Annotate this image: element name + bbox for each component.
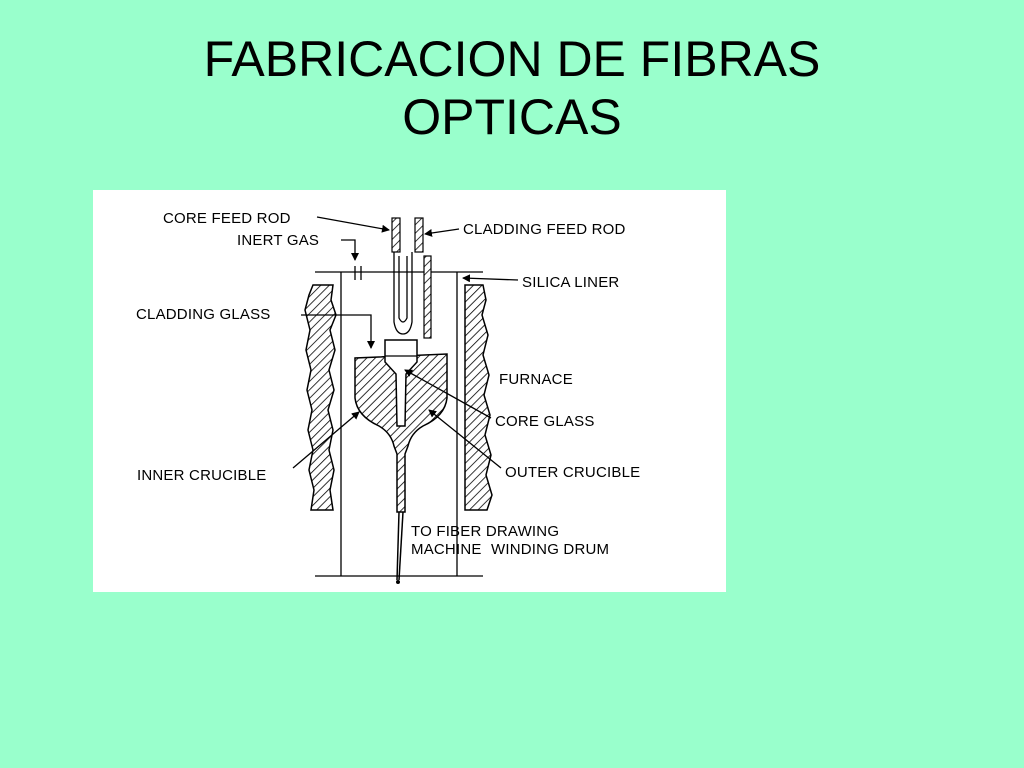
label-core-feed-rod: CORE FEED ROD: [163, 210, 291, 227]
core-feed-rod: [391, 217, 401, 253]
cladding-feed-rod: [414, 217, 424, 253]
leader-cladding-feed-rod: [424, 228, 460, 237]
core-feed-tube: [393, 252, 413, 335]
label-cladding-glass: CLADDING GLASS: [136, 306, 271, 323]
leader-core-glass: [404, 369, 492, 419]
furnace-left-wall: [304, 284, 337, 511]
leader-core-feed-rod: [316, 216, 390, 233]
title-line-1: FABRICACION DE FIBRAS: [203, 31, 821, 87]
leader-inner-crucible: [292, 411, 360, 469]
inert-gas-inlet: [354, 266, 362, 280]
leader-cladding-glass: [301, 314, 375, 349]
inner-crucible: [384, 339, 418, 427]
label-outer-crucible: OUTER CRUCIBLE: [505, 464, 640, 481]
title-line-2: OPTICAS: [402, 89, 622, 145]
leader-inert-gas: [341, 239, 359, 261]
label-furnace: FURNACE: [499, 371, 573, 388]
furnace-right-wall: [464, 284, 493, 511]
fiber-tip: [396, 580, 400, 584]
label-winding-drum: WINDING DRUM: [491, 541, 609, 558]
label-cladding-feed-rod: CLADDING FEED ROD: [463, 221, 626, 238]
label-inert-gas: INERT GAS: [237, 232, 319, 249]
slide-title: FABRICACION DE FIBRAS OPTICAS: [0, 30, 1024, 146]
leader-lines: [292, 216, 519, 469]
label-silica-liner: SILICA LINER: [522, 274, 619, 291]
double-crucible-diagram: CORE FEED ROD INERT GAS CLADDING FEED RO…: [136, 210, 640, 584]
label-inner-crucible: INNER CRUCIBLE: [137, 467, 267, 484]
leader-silica-liner: [462, 274, 519, 283]
label-to-fiber-drawing: TO FIBER DRAWING: [411, 523, 559, 540]
label-core-glass: CORE GLASS: [495, 413, 595, 430]
leader-outer-crucible: [428, 409, 502, 469]
label-machine: MACHINE: [411, 541, 482, 558]
diagram-panel: CORE FEED ROD INERT GAS CLADDING FEED RO…: [93, 190, 726, 592]
cladding-feed-rod-lower: [423, 255, 432, 339]
drawn-fiber: [396, 511, 404, 581]
